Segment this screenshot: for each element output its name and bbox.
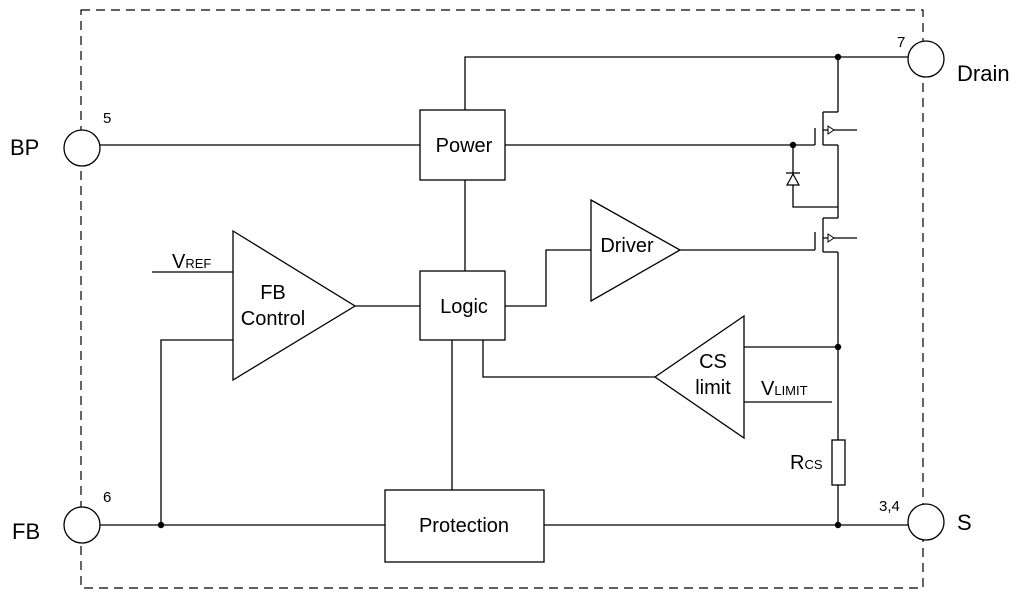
- rcs-resistor: [831, 439, 846, 486]
- junction-dots: [157, 53, 842, 529]
- drain-pin-number: 7: [897, 34, 905, 51]
- diode: [785, 172, 801, 186]
- cs-limit-label-2: limit: [695, 377, 731, 399]
- driver-label: Driver: [600, 235, 654, 257]
- wiring: [100, 56, 909, 526]
- lower-mosfet: [814, 217, 857, 253]
- power-label: Power: [436, 135, 493, 157]
- fb-pin-number: 6: [103, 489, 111, 506]
- fb-pin-terminal: [63, 506, 101, 544]
- s-pin-number: 3,4: [879, 498, 900, 515]
- bp-pin-terminal: [63, 129, 101, 167]
- logic-label: Logic: [440, 296, 488, 318]
- chip-boundary: [80, 9, 924, 589]
- logic-block: [419, 270, 506, 341]
- driver-amplifier: [590, 198, 682, 303]
- upper-mosfet: [814, 111, 857, 146]
- protection-block: [384, 489, 545, 563]
- bp-pin-name: BP: [10, 135, 39, 160]
- protection-label: Protection: [419, 515, 509, 537]
- fb-control-label-1: FB: [260, 282, 286, 304]
- s-pin-name: S: [957, 510, 972, 535]
- rcs-label: RCS: [790, 452, 823, 474]
- drain-pin-name: Drain: [957, 61, 1010, 86]
- cs-limit-comparator: [653, 314, 745, 440]
- power-block: [419, 109, 506, 181]
- drain-pin-terminal: [907, 40, 945, 78]
- vlimit-label: VLIMIT: [761, 378, 808, 400]
- fb-control-label-2: Control: [241, 308, 305, 330]
- s-pin-terminal: [907, 503, 945, 541]
- vref-label: VREF: [172, 251, 211, 273]
- cs-limit-label-1: CS: [699, 351, 727, 373]
- fb-control-amplifier: [232, 229, 357, 382]
- bp-pin-number: 5: [103, 110, 111, 127]
- fb-pin-name: FB: [12, 519, 40, 544]
